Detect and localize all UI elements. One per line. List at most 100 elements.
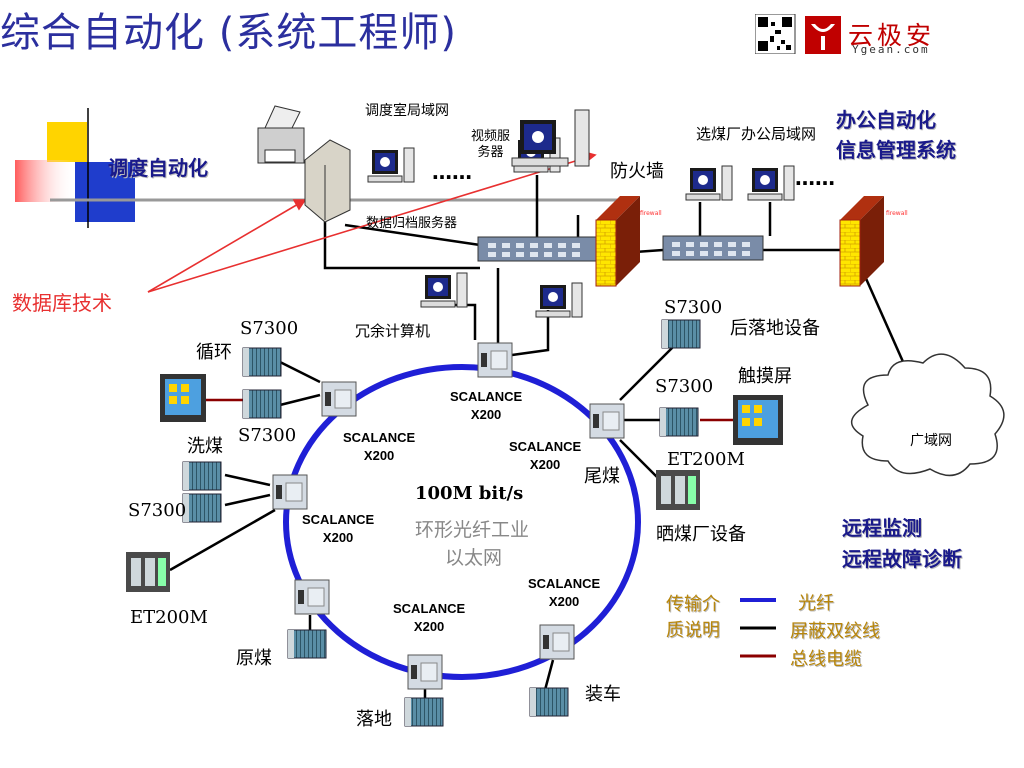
firewall-label: 防火墙: [610, 161, 664, 182]
scalance-switch-icon: [407, 654, 443, 690]
s7300-plc-icon: [529, 687, 569, 717]
s7300-label: S7300: [238, 425, 297, 446]
server-tower-icon: [304, 139, 351, 223]
dots-label: ……: [795, 166, 835, 190]
circulation-label: 循环: [196, 342, 232, 363]
scalance-label: SCALANCE X200: [450, 388, 522, 424]
video-server-label: 视频服 务器: [471, 129, 511, 160]
legend-title: 传输介质说明: [666, 592, 720, 644]
post-landing-equipment-label: 后落地设备: [730, 318, 820, 339]
cloud-icon: [851, 353, 1005, 477]
landing-label: 落地: [356, 709, 392, 730]
scalance-model: SCALANCE: [343, 430, 416, 445]
et200m-label: ET200M: [130, 607, 208, 628]
scalance-version: X200: [548, 594, 580, 609]
s7300-plc-icon: [404, 697, 444, 727]
firewall-tag: firewall: [886, 210, 908, 217]
info-management-label: 信息管理系统: [836, 138, 956, 162]
database-tech-label: 数据库技术: [12, 291, 112, 315]
scalance-label: SCALANCE X200: [343, 429, 415, 465]
scalance-model: SCALANCE: [528, 576, 601, 591]
firewall-icon: [839, 196, 884, 287]
legend-item-twisted-pair: 屏蔽双绞线: [790, 621, 880, 642]
raw-coal-label: 原煤: [236, 648, 272, 669]
scalance-label: SCALANCE X200: [528, 575, 600, 611]
s7300-label: S7300: [128, 500, 187, 521]
scalance-model: SCALANCE: [302, 512, 375, 527]
coal-prep-lan-label: 选煤厂办公局域网: [696, 125, 817, 143]
s7300-plc-icon: [287, 629, 327, 659]
data-archive-server-label: 数据归档服务器: [366, 216, 458, 231]
touch-screen-icon: [160, 374, 206, 422]
washing-label: 洗煤: [187, 436, 223, 457]
fiber-ring: [283, 364, 641, 680]
touch-screen-icon: [733, 395, 783, 445]
computer-icon: [685, 165, 733, 201]
s7300-plc-icon: [661, 319, 701, 349]
switch-2: [662, 235, 764, 261]
scalance-switch-icon: [272, 474, 308, 510]
scalance-switch-icon: [321, 381, 357, 417]
firewall-icon: [595, 196, 640, 287]
firewall-tag: firewall: [640, 210, 662, 217]
office-automation-label: 办公自动化: [836, 108, 936, 132]
tail-coal-label: 尾煤: [584, 466, 620, 487]
dispatch-lan-label: 调度室局域网: [365, 103, 449, 119]
drying-equipment-label: 晒煤厂设备: [656, 524, 746, 545]
redundant-computer-label: 冗余计算机: [355, 322, 431, 340]
s7300-plc-icon: [242, 389, 282, 419]
s7300-plc-icon: [182, 461, 222, 491]
scalance-version: X200: [529, 457, 561, 472]
s7300-label: S7300: [655, 376, 714, 397]
scalance-version: X200: [413, 619, 445, 634]
logo: [754, 13, 841, 58]
s7300-label: S7300: [240, 318, 299, 339]
logo-subtext: Ygean.com: [852, 43, 930, 56]
scalance-label: SCALANCE X200: [302, 511, 374, 547]
logo-text: 云极安: [848, 21, 936, 50]
scalance-version: X200: [363, 448, 395, 463]
switch-1: [477, 236, 599, 262]
s7300-plc-icon: [659, 407, 699, 437]
qr-code-icon: [754, 13, 796, 55]
dispatch-automation-label: 调度自动化: [108, 156, 208, 180]
s7300-plc-icon: [182, 493, 222, 523]
legend-item-bus-cable: 总线电缆: [790, 649, 862, 670]
computer-icon: [535, 282, 583, 318]
legend-title-line: 传输介: [666, 594, 720, 615]
ring-speed-label: 100M bit/s: [415, 483, 524, 504]
et200m-module-icon: [656, 470, 700, 510]
s7300-label: S7300: [664, 297, 723, 318]
ygean-emblem-icon: [805, 16, 841, 54]
touch-screen-label: 触摸屏: [738, 366, 792, 387]
legend-item-fiber: 光纤: [798, 593, 834, 614]
et200m-module-icon: [126, 552, 170, 592]
bus-cables: [205, 398, 735, 422]
ring-desc-label: 以太网: [445, 547, 503, 569]
scalance-model: SCALANCE: [450, 389, 523, 404]
legend-lines: [740, 598, 776, 658]
page-title: 综合自动化 (系统工程师): [0, 10, 457, 56]
remote-diag-label: 远程故障诊断: [842, 547, 962, 571]
scalance-switch-icon: [589, 403, 625, 439]
computer-icon: [367, 147, 415, 183]
printer-icon: [257, 105, 305, 164]
scalance-version: X200: [322, 530, 354, 545]
loading-label: 装车: [585, 684, 621, 705]
remote-monitor-label: 远程监测: [842, 516, 922, 540]
computer-icon: [747, 165, 795, 201]
wan-label: 广域网: [910, 433, 952, 449]
scalance-switch-icon: [294, 579, 330, 615]
legend-title-line: 质说明: [666, 620, 720, 641]
scalance-version: X200: [470, 407, 502, 422]
ring-desc-label: 环形光纤工业: [415, 519, 530, 541]
scalance-switch-icon: [477, 342, 513, 378]
et200m-label: ET200M: [667, 449, 745, 470]
computer-icon: [511, 109, 590, 167]
s7300-plc-icon: [242, 347, 282, 377]
computer-icon: [420, 272, 468, 308]
dots-label: ……: [432, 160, 472, 184]
